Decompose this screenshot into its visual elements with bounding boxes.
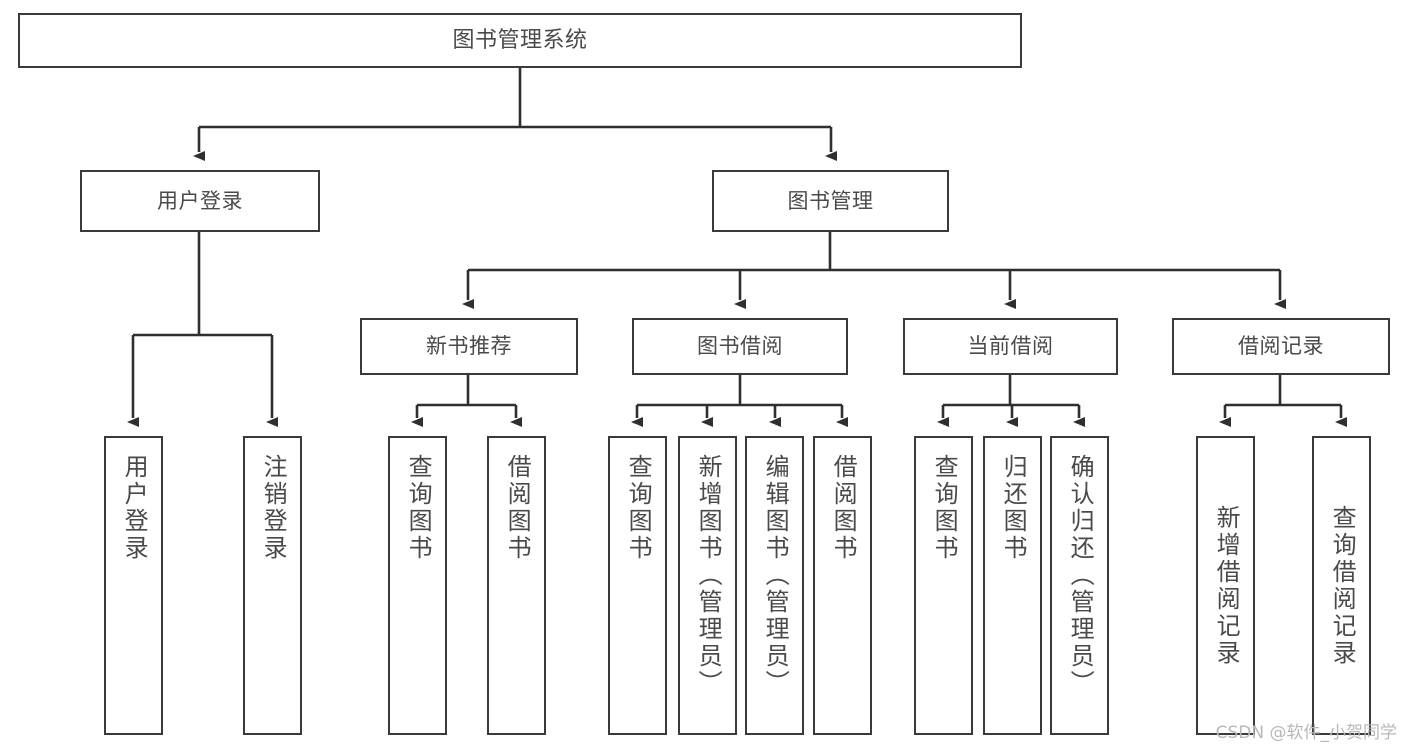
node-current-borrowing[interactable]: 当前借阅 [903, 318, 1118, 375]
node-book-borrowing[interactable]: 图书借阅 [632, 318, 848, 375]
node-label: 图书管理 [787, 188, 874, 213]
leaf-user-login[interactable]: 用户登录 [104, 436, 163, 735]
node-label: 编辑图书（管理员） [761, 454, 790, 697]
node-label: 注销登录 [259, 454, 288, 562]
node-label: 当前借阅 [967, 334, 1054, 359]
leaf-confirm-return-admin[interactable]: 确认归还（管理员） [1050, 436, 1109, 735]
node-book-management[interactable]: 图书管理 [712, 170, 949, 232]
leaf-add-borrow-record[interactable]: 新增借阅记录 [1196, 436, 1255, 735]
node-label: 查询借阅记录 [1328, 504, 1357, 667]
node-label: 新增图书（管理员） [694, 454, 723, 697]
node-label: 查询图书 [404, 454, 433, 562]
leaf-edit-book-admin[interactable]: 编辑图书（管理员） [745, 436, 804, 735]
leaf-return-books[interactable]: 归还图书 [983, 436, 1042, 735]
node-label: 查询图书 [930, 454, 959, 562]
leaf-add-book-admin[interactable]: 新增图书（管理员） [678, 436, 737, 735]
node-label: 新增借阅记录 [1212, 504, 1241, 667]
node-borrowing-records[interactable]: 借阅记录 [1172, 318, 1390, 375]
watermark: CSDN @软件_小贺同学 [1215, 723, 1397, 743]
leaf-query-borrow-record[interactable]: 查询借阅记录 [1312, 436, 1371, 735]
node-label: 归还图书 [999, 454, 1028, 562]
node-label: 图书管理系统 [452, 27, 588, 53]
node-label: 借阅图书 [503, 454, 532, 562]
leaf-logout[interactable]: 注销登录 [243, 436, 302, 735]
leaf-query-books-borrow[interactable]: 查询图书 [608, 436, 667, 735]
leaf-query-books-current[interactable]: 查询图书 [914, 436, 973, 735]
node-label: 图书借阅 [697, 334, 783, 359]
leaf-query-books-new[interactable]: 查询图书 [388, 436, 447, 735]
node-label: 借阅记录 [1238, 334, 1324, 359]
node-label: 用户登录 [157, 188, 243, 213]
node-user-login[interactable]: 用户登录 [80, 170, 320, 232]
node-label: 查询图书 [624, 454, 653, 562]
node-label: 用户登录 [120, 454, 149, 562]
node-root-book-management-system[interactable]: 图书管理系统 [18, 13, 1022, 68]
node-new-book-recommendation[interactable]: 新书推荐 [360, 318, 578, 375]
leaf-borrow-books[interactable]: 借阅图书 [813, 436, 872, 735]
node-label: 借阅图书 [829, 454, 858, 562]
node-label: 新书推荐 [426, 334, 512, 359]
node-label: 确认归还（管理员） [1066, 454, 1095, 697]
leaf-borrow-books-new[interactable]: 借阅图书 [487, 436, 546, 735]
